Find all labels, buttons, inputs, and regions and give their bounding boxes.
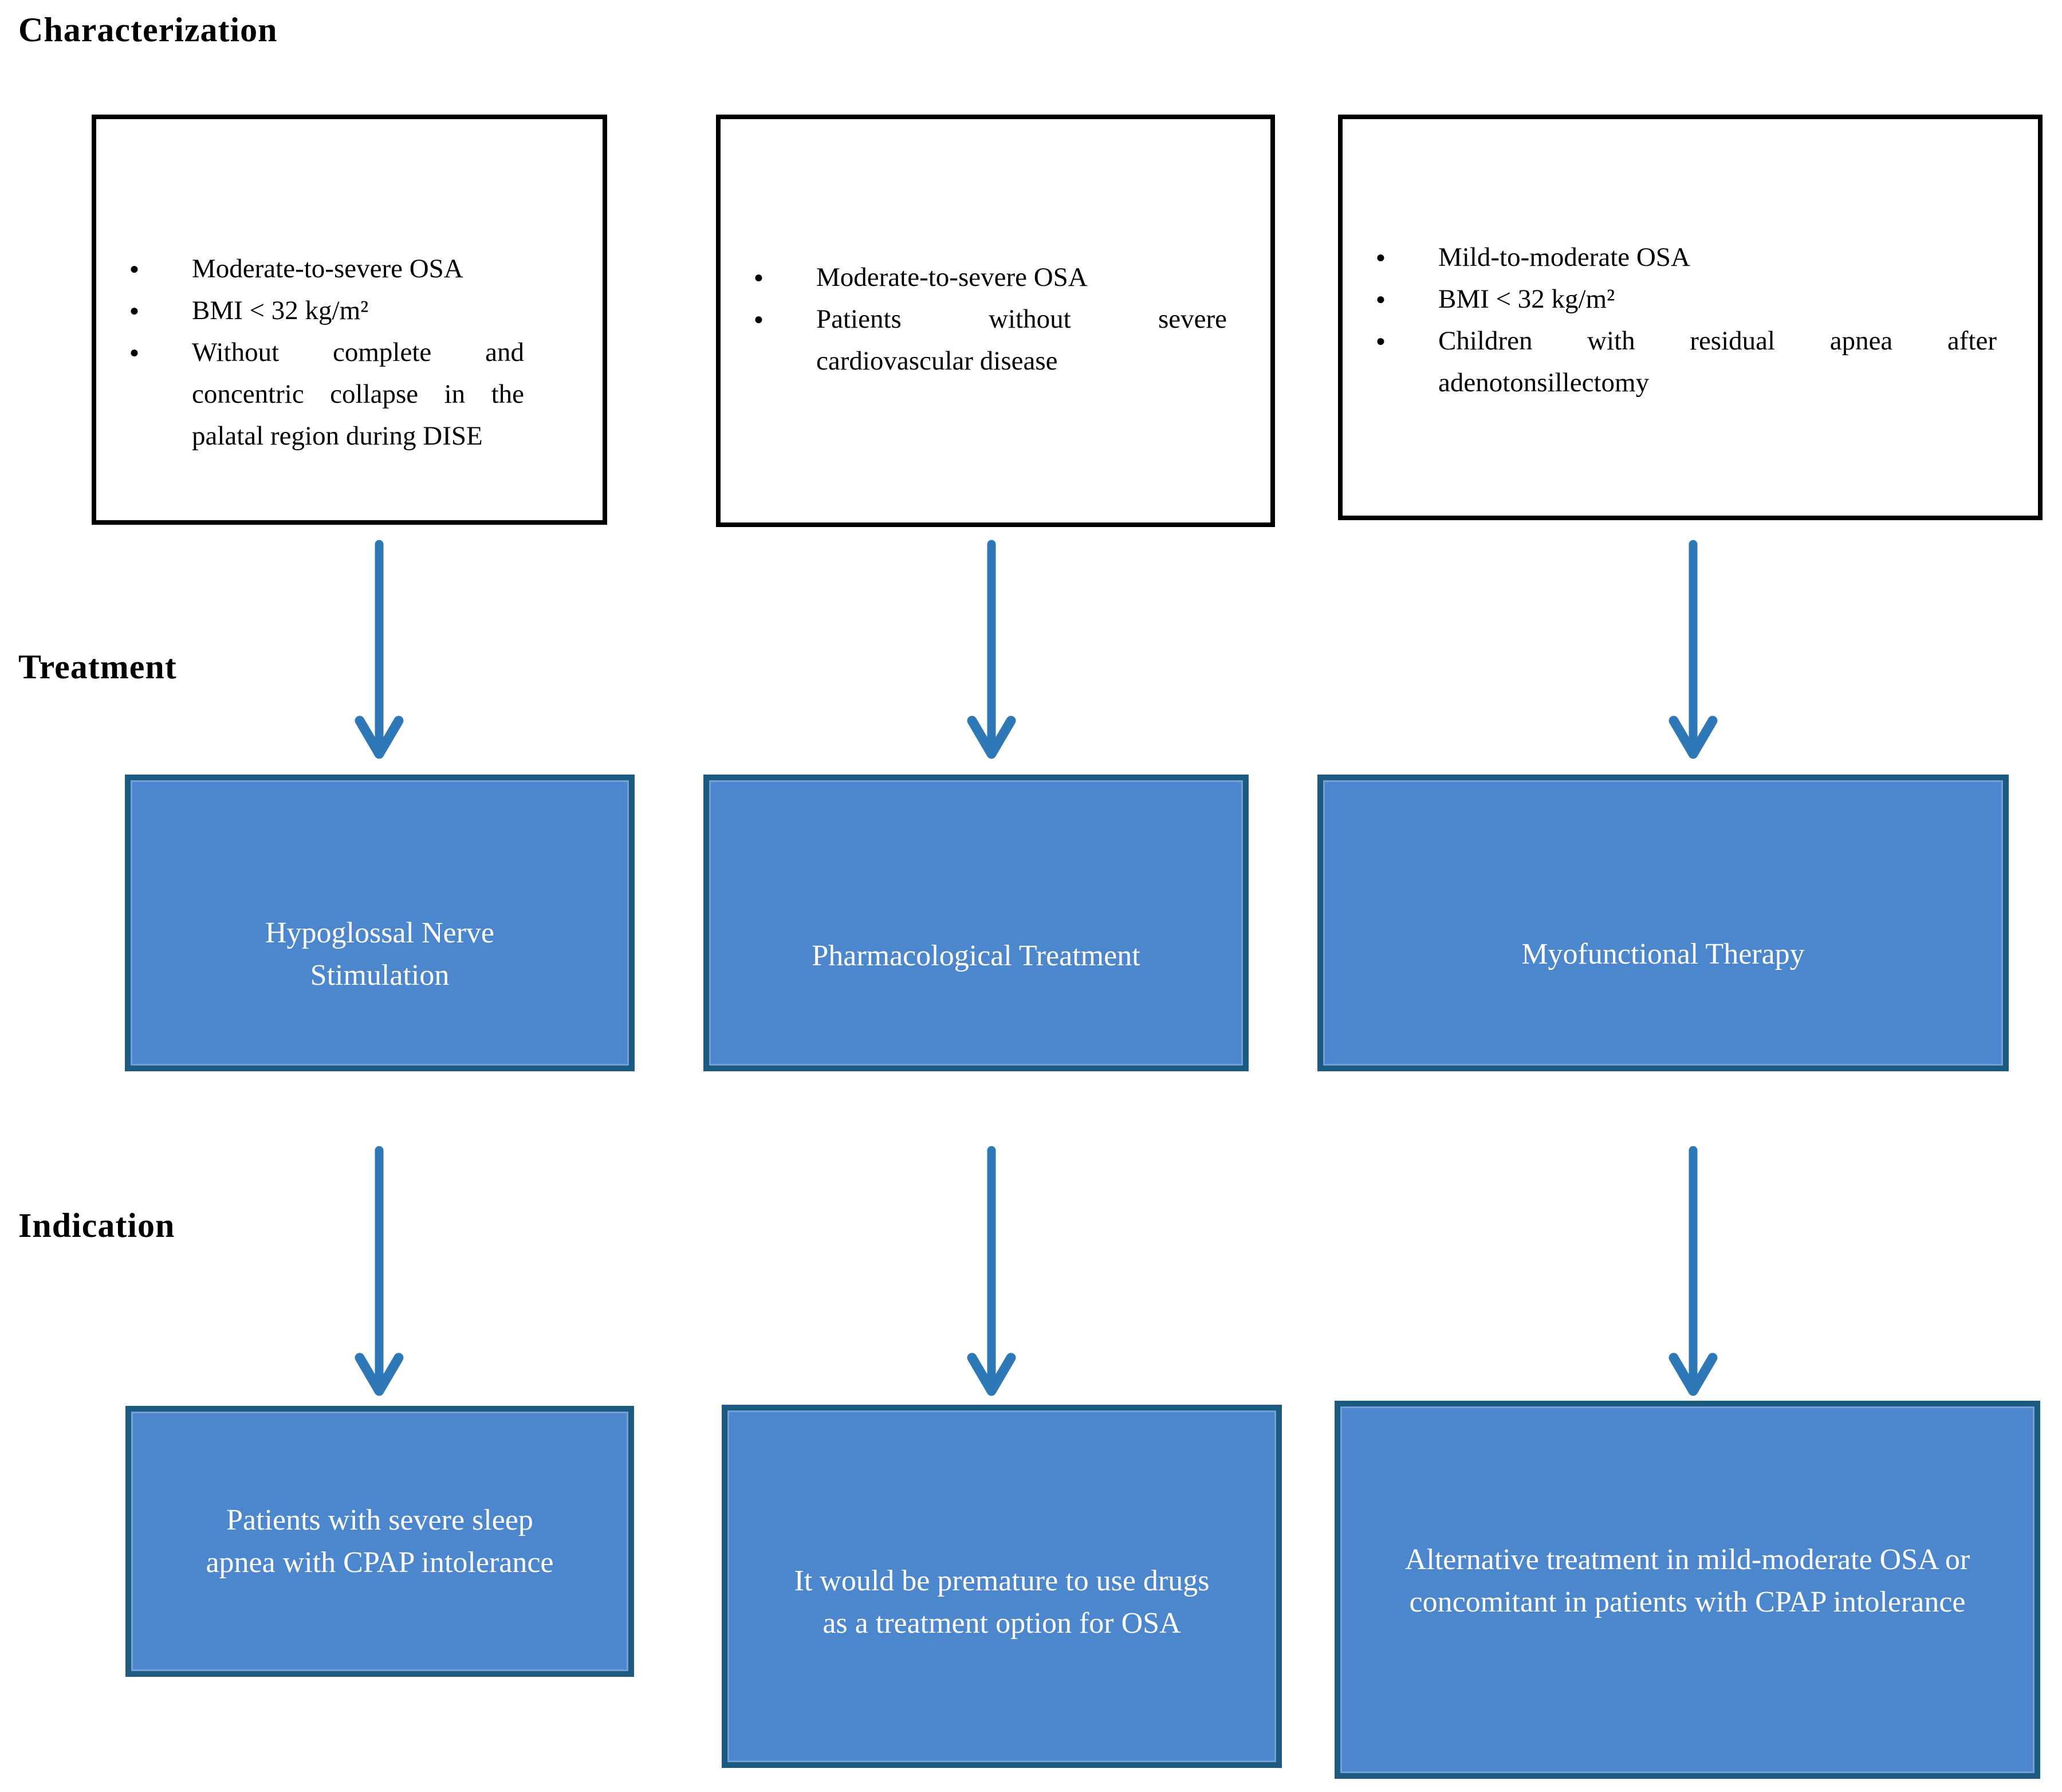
- down-arrow-icon: [967, 540, 1016, 759]
- bullet-item: BMI < 32 kg/m²: [1372, 278, 1997, 320]
- row-label-characterization: Characterization: [18, 11, 278, 49]
- down-arrow-icon: [967, 1146, 1016, 1396]
- bullet-item: Patients without severe cardiovascular d…: [750, 298, 1227, 382]
- down-arrow-icon: [1669, 1146, 1718, 1396]
- bullet-list: Moderate-to-severe OSA Patients without …: [721, 119, 1270, 382]
- indication-box-pharmacological: It would be premature to use drugs as a …: [722, 1405, 1282, 1768]
- treatment-box-pharmacological-treatment: Pharmacological Treatment: [703, 775, 1249, 1071]
- down-arrow-icon: [1669, 540, 1718, 759]
- treatment-box-label: Myofunctional Therapy: [1521, 938, 1805, 970]
- bullet-item: Children with residual apnea after adeno…: [1372, 320, 1997, 404]
- indication-box-label: It would be premature to use drugs as a …: [794, 1564, 1210, 1640]
- treatment-box-hypoglossal-nerve-stimulation: Hypoglossal Nerve Stimulation: [125, 775, 635, 1071]
- characterization-box-hypoglossal: Moderate-to-severe OSA BMI < 32 kg/m² Wi…: [92, 115, 607, 525]
- indication-box-label: Patients with severe sleep apnea with CP…: [206, 1503, 554, 1579]
- row-label-treatment: Treatment: [18, 648, 177, 686]
- bullet-item: Without complete and concentric collapse…: [126, 332, 524, 457]
- treatment-box-label: Hypoglossal Nerve Stimulation: [265, 917, 495, 992]
- treatment-box-myofunctional-therapy: Myofunctional Therapy: [1317, 775, 2009, 1071]
- down-arrow-icon: [355, 540, 404, 759]
- row-label-indication: Indication: [18, 1207, 175, 1244]
- bullet-list: Moderate-to-severe OSA BMI < 32 kg/m² Wi…: [96, 119, 603, 457]
- indication-box-hypoglossal: Patients with severe sleep apnea with CP…: [125, 1406, 634, 1677]
- bullet-item: Moderate-to-severe OSA: [750, 257, 1227, 298]
- indication-box-label: Alternative treatment in mild-moderate O…: [1404, 1543, 1970, 1618]
- bullet-list: Mild-to-moderate OSA BMI < 32 kg/m² Chil…: [1343, 119, 2038, 404]
- treatment-box-label: Pharmacological Treatment: [812, 939, 1140, 972]
- bullet-item: Moderate-to-severe OSA: [126, 248, 524, 290]
- indication-box-myofunctional: Alternative treatment in mild-moderate O…: [1335, 1401, 2040, 1779]
- down-arrow-icon: [355, 1146, 404, 1396]
- bullet-item: BMI < 32 kg/m²: [126, 290, 524, 332]
- characterization-box-pharmacological: Moderate-to-severe OSA Patients without …: [716, 115, 1275, 527]
- characterization-box-myofunctional: Mild-to-moderate OSA BMI < 32 kg/m² Chil…: [1338, 115, 2043, 520]
- bullet-item: Mild-to-moderate OSA: [1372, 237, 1997, 278]
